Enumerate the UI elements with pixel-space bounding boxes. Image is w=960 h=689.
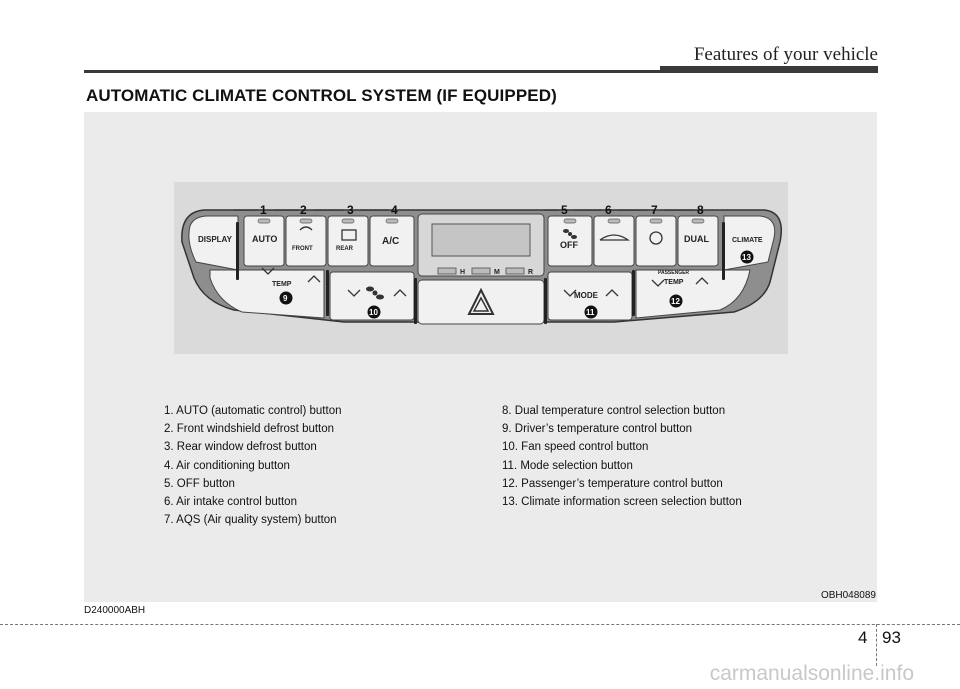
fan-icon — [366, 286, 384, 300]
passenger-label: PASSENGER — [658, 270, 689, 276]
callout-7: 7 — [651, 203, 658, 217]
footer-rule — [0, 624, 960, 625]
legend-item: 4. Air conditioning button — [164, 459, 290, 472]
hazard-button — [417, 279, 545, 325]
indicator-m — [471, 267, 491, 275]
callout-11: 11 — [586, 308, 595, 317]
off-button — [547, 215, 593, 267]
legend-right: 8. Dual temperature control selection bu… — [502, 402, 742, 511]
header-rule — [84, 70, 878, 73]
auto-label: AUTO — [252, 234, 277, 244]
climate-button — [723, 215, 776, 271]
legend-item: 1. AUTO (automatic control) button — [164, 405, 342, 417]
ac-button — [369, 215, 415, 267]
page-number: 93 — [882, 628, 901, 647]
legend-item: 8. Dual temperature control selection bu… — [502, 405, 726, 417]
recirculation-icon — [599, 234, 631, 241]
mode-label: MODE — [574, 291, 599, 300]
callout-1: 1 — [260, 203, 267, 217]
display-button — [188, 215, 239, 271]
hazard-icon — [467, 287, 495, 315]
watermark: carmanualsonline.info — [709, 662, 914, 685]
driver-temp-down-icon — [261, 267, 275, 275]
callout-2: 2 — [300, 203, 307, 217]
dual-label: DUAL — [684, 234, 709, 244]
rear-label: REAR — [336, 246, 354, 252]
fan-down-icon — [347, 289, 361, 297]
chapter-number: 4 — [858, 628, 868, 647]
indicator-r-label: R — [528, 269, 533, 276]
air-intake-button — [593, 215, 635, 267]
legend-item: 6. Air intake control button — [164, 496, 297, 509]
aqs-button — [635, 215, 677, 267]
legend-item: 7. AQS (Air quality system) button — [164, 514, 337, 527]
climate-control-panel: H M R DISPLAY AUTO FRONT REAR A/C OFF DU… — [181, 203, 782, 325]
mode-down-icon — [563, 289, 577, 297]
front-defrost-icon — [299, 226, 313, 231]
indicator-m-label: M — [494, 269, 500, 276]
rear-defrost-icon — [341, 229, 357, 241]
document-code: D240000ABH — [84, 605, 146, 616]
display-label: DISPLAY — [198, 235, 233, 244]
off-label: OFF — [560, 240, 578, 250]
driver-temp-label: TEMP — [272, 281, 292, 288]
legend-item: 11. Mode selection button — [502, 459, 633, 472]
driver-temp-control — [209, 269, 325, 319]
indicator-r — [505, 267, 525, 275]
mode-up-icon — [605, 289, 619, 297]
front-label: FRONT — [292, 246, 313, 252]
callout-13: 13 — [742, 253, 751, 262]
ac-label: A/C — [382, 236, 399, 247]
callout-5: 5 — [561, 203, 568, 217]
header-rule-accent — [660, 66, 878, 73]
legend-item: 2. Front windshield defrost button — [164, 423, 335, 436]
callout-12: 12 — [671, 297, 680, 306]
legend-item: 13. Climate information screen selection… — [502, 496, 742, 509]
passenger-temp-up-icon — [695, 277, 709, 285]
front-defrost-button — [285, 215, 327, 267]
legend-item: 3. Rear window defrost button — [164, 441, 317, 454]
callout-8: 8 — [697, 203, 704, 217]
off-fan-icon — [563, 229, 577, 239]
callout-3: 3 — [347, 203, 354, 217]
callout-9: 9 — [283, 294, 288, 303]
passenger-temp-control — [635, 269, 751, 319]
running-header: Features of your vehicle — [693, 44, 878, 65]
rear-defrost-button — [327, 215, 369, 267]
lcd-screen — [431, 223, 531, 257]
dual-button — [677, 215, 719, 267]
section-title: AUTOMATIC CLIMATE CONTROL SYSTEM (IF EQU… — [86, 86, 557, 105]
figure-code: OBH048089 — [820, 590, 876, 601]
climate-label: CLIMATE — [732, 237, 763, 244]
legend-item: 9. Driver’s temperature control button — [502, 423, 693, 436]
fan-up-icon — [393, 289, 407, 297]
driver-temp-up-icon — [307, 275, 321, 283]
legend-item: 5. OFF button — [164, 477, 235, 490]
legend-item: 12. Passenger’s temperature control butt… — [502, 477, 723, 490]
aqs-icon — [649, 231, 663, 245]
indicator-h — [437, 267, 457, 275]
legend-item: 10. Fan speed control button — [502, 441, 649, 454]
indicator-h-label: H — [460, 269, 465, 276]
footer-divider — [876, 624, 877, 666]
callout-4: 4 — [391, 203, 398, 217]
callout-6: 6 — [605, 203, 612, 217]
passenger-temp-label: TEMP — [664, 279, 684, 286]
passenger-temp-down-icon — [651, 279, 665, 287]
auto-button — [243, 215, 285, 267]
legend-left: 1. AUTO (automatic control) button 2. Fr… — [164, 402, 341, 529]
callout-10: 10 — [369, 308, 378, 317]
